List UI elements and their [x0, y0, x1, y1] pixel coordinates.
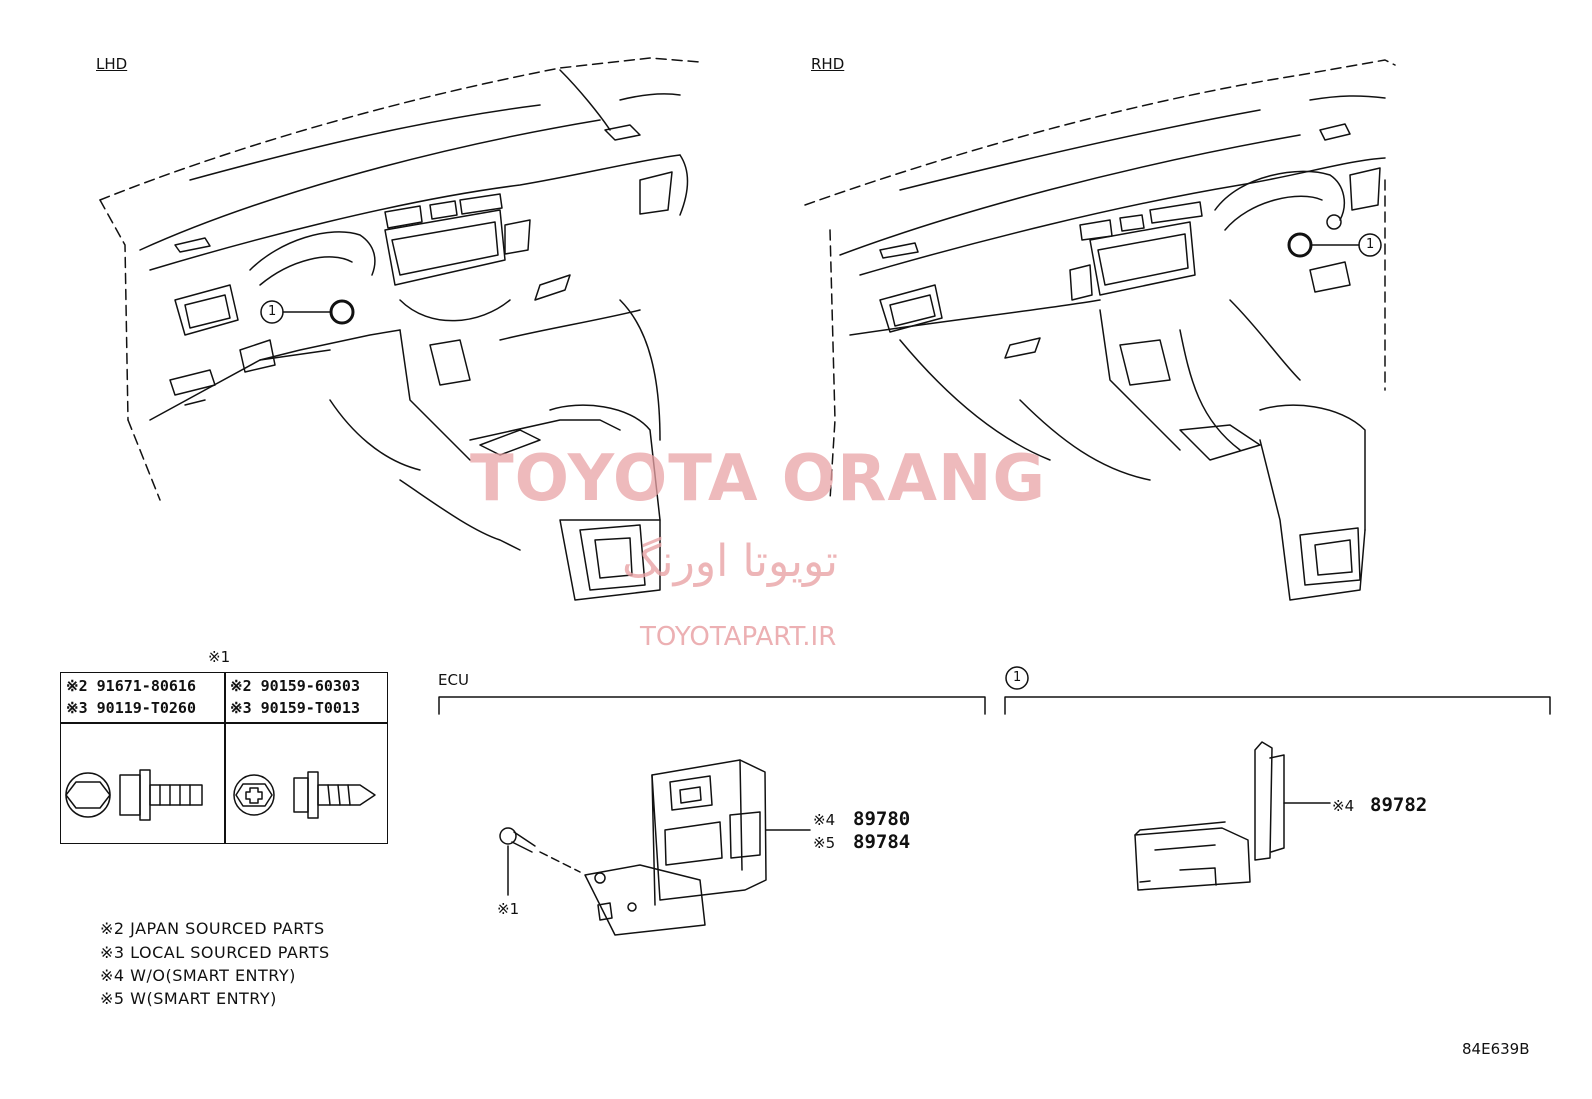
table-divider-vertical: [224, 673, 226, 843]
note-local: ※3 LOCAL SOURCED PARTS: [100, 943, 330, 962]
ecu-wo-part-number: 89780: [853, 808, 911, 830]
note-japan: ※2 JAPAN SOURCED PARTS: [100, 919, 325, 938]
note-wo-smart-entry: ※4 W/O(SMART ENTRY): [100, 966, 296, 985]
lhd-callout-number: 1: [268, 304, 277, 319]
left-part-local: ※3 90119-T0260: [66, 699, 196, 717]
fastener-table-ref: ※1: [208, 648, 231, 666]
ecu-w-prefix: ※5: [813, 834, 836, 852]
sensor-bracket: [1004, 696, 1551, 715]
sensor-prefix: ※4: [1332, 797, 1355, 815]
right-part-japan: ※2 90159-60303: [230, 677, 360, 695]
lhd-label: LHD: [96, 55, 128, 73]
note-w-smart-entry: ※5 W(SMART ENTRY): [100, 989, 277, 1008]
sensor-drawing: [1134, 741, 1331, 891]
sensor-part-number: 89782: [1370, 794, 1428, 816]
illustration-code: 84E639B: [1462, 1040, 1530, 1058]
watermark-url: TOYOTAPART.IR: [640, 622, 837, 652]
rhd-callout-number: 1: [1366, 237, 1375, 252]
right-part-local: ※3 90159-T0013: [230, 699, 360, 717]
bolt-icons: [65, 769, 376, 821]
sensor-callout-number: 1: [1013, 670, 1022, 685]
table-divider-horizontal: [61, 722, 387, 724]
ecu-label: ECU: [438, 671, 469, 689]
fastener-table: ※2 91671-80616 ※3 90119-T0260 ※2 90159-6…: [60, 672, 388, 844]
ecu-w-part-number: 89784: [853, 831, 911, 853]
ecu-bracket: [438, 696, 986, 715]
bolt-ref: ※1: [497, 900, 520, 918]
ecu-wo-prefix: ※4: [813, 811, 836, 829]
lhd-dashboard-illustration: [99, 57, 701, 601]
rhd-dashboard-illustration: [804, 59, 1396, 601]
sensor-callout-circle: [1005, 666, 1029, 690]
watermark-title: TOYOTA ORANG: [470, 442, 1047, 516]
left-part-japan: ※2 91671-80616: [66, 677, 196, 695]
watermark-persian: تویوتا اورنگ: [622, 536, 838, 587]
ecu-drawing: [499, 759, 811, 936]
rhd-label: RHD: [811, 55, 845, 73]
